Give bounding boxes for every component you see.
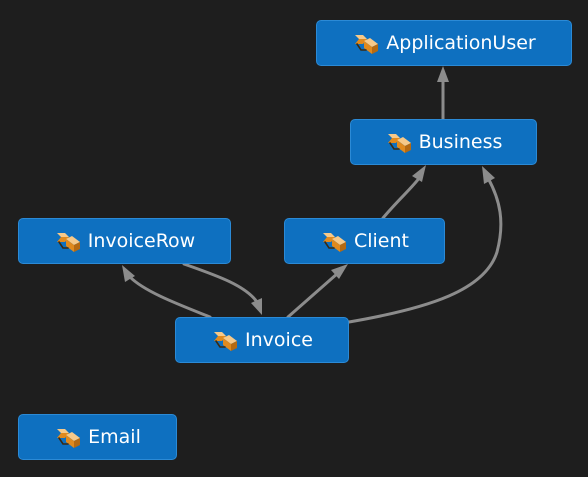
node-label: Client [353,230,409,252]
class-icon [54,425,82,449]
edge-invoicerow-invoice [182,262,262,315]
node-invoicerow[interactable]: InvoiceRow [18,218,231,264]
node-label: Business [418,131,503,153]
edge-client-business [381,165,426,220]
edge-invoice-business [347,166,503,324]
node-client[interactable]: Client [284,218,445,264]
class-icon [385,130,413,154]
node-label: InvoiceRow [87,230,196,252]
edge-business-applicationuser [437,66,449,121]
class-icon [320,229,348,253]
node-label: ApplicationUser [386,32,536,54]
edge-invoice-client [286,264,348,319]
edge-invoice-invoicerow [122,265,212,319]
node-invoice[interactable]: Invoice [175,317,349,363]
class-icon [54,229,82,253]
node-email[interactable]: Email [18,414,177,460]
node-applicationuser[interactable]: ApplicationUser [316,20,572,66]
class-icon [211,328,239,352]
node-business[interactable]: Business [350,119,537,165]
node-label: Email [88,426,141,448]
class-icon [352,31,380,55]
node-label: Invoice [245,329,313,351]
